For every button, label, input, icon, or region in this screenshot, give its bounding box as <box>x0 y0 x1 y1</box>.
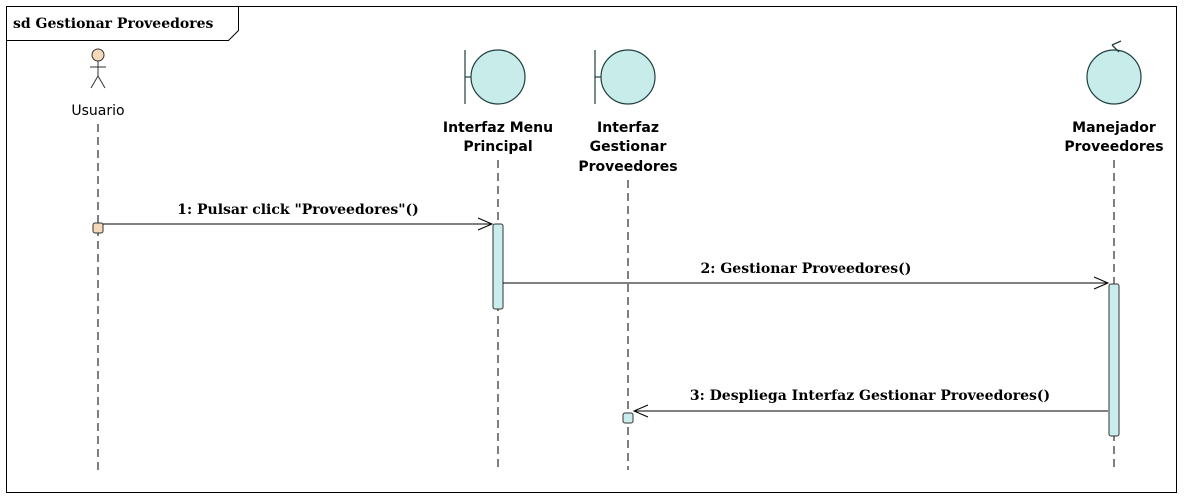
activation-bar-manejador <box>1108 283 1120 437</box>
lifeline-label-usuario: Usuario <box>71 103 124 119</box>
lifeline-label-menu-1: Interfaz Menu <box>443 120 553 136</box>
message-1-label: 1: Pulsar click "Proveedores"() <box>177 202 419 218</box>
lifeline-label-menu-2: Principal <box>463 139 532 155</box>
lifeline-label-gestionar-3: Proveedores <box>578 159 677 175</box>
control-icon <box>1086 40 1142 105</box>
diagram-frame <box>6 6 1177 493</box>
lifeline-usuario: Usuario <box>71 48 125 470</box>
message-2: 2: Gestionar Proveedores() <box>503 261 1110 290</box>
lifeline-menu: Interfaz Menu Principal <box>443 49 553 470</box>
frame-title: sd Gestionar Proveedores <box>13 16 214 32</box>
boundary-icon <box>464 49 526 105</box>
message-3-label: 3: Despliega Interfaz Gestionar Proveedo… <box>690 388 1050 404</box>
arrowhead-icon <box>1093 276 1110 290</box>
boundary-icon <box>594 49 656 105</box>
arrowhead-icon <box>632 404 649 418</box>
actor-icon <box>90 48 106 89</box>
message-2-label: 2: Gestionar Proveedores() <box>701 261 912 277</box>
arrowhead-icon <box>477 217 494 231</box>
lifeline-label-gestionar-2: Gestionar <box>590 139 667 155</box>
frame-title-tab <box>6 6 239 41</box>
activation-bar-menu <box>492 223 504 310</box>
lifeline-gestionar: Interfaz Gestionar Proveedores <box>578 49 678 470</box>
lifeline-label-manejador-1: Manejador <box>1072 120 1156 136</box>
lifeline-label-manejador-2: Proveedores <box>1064 139 1163 155</box>
lifeline-label-gestionar-1: Interfaz <box>597 120 659 136</box>
lifeline-manejador: Manejador Proveedores <box>1064 40 1164 470</box>
message-1: 1: Pulsar click "Proveedores"() <box>92 202 494 234</box>
message-start-point <box>92 222 104 234</box>
message-end-point <box>622 412 634 424</box>
message-3: 3: Despliega Interfaz Gestionar Proveedo… <box>622 388 1108 424</box>
